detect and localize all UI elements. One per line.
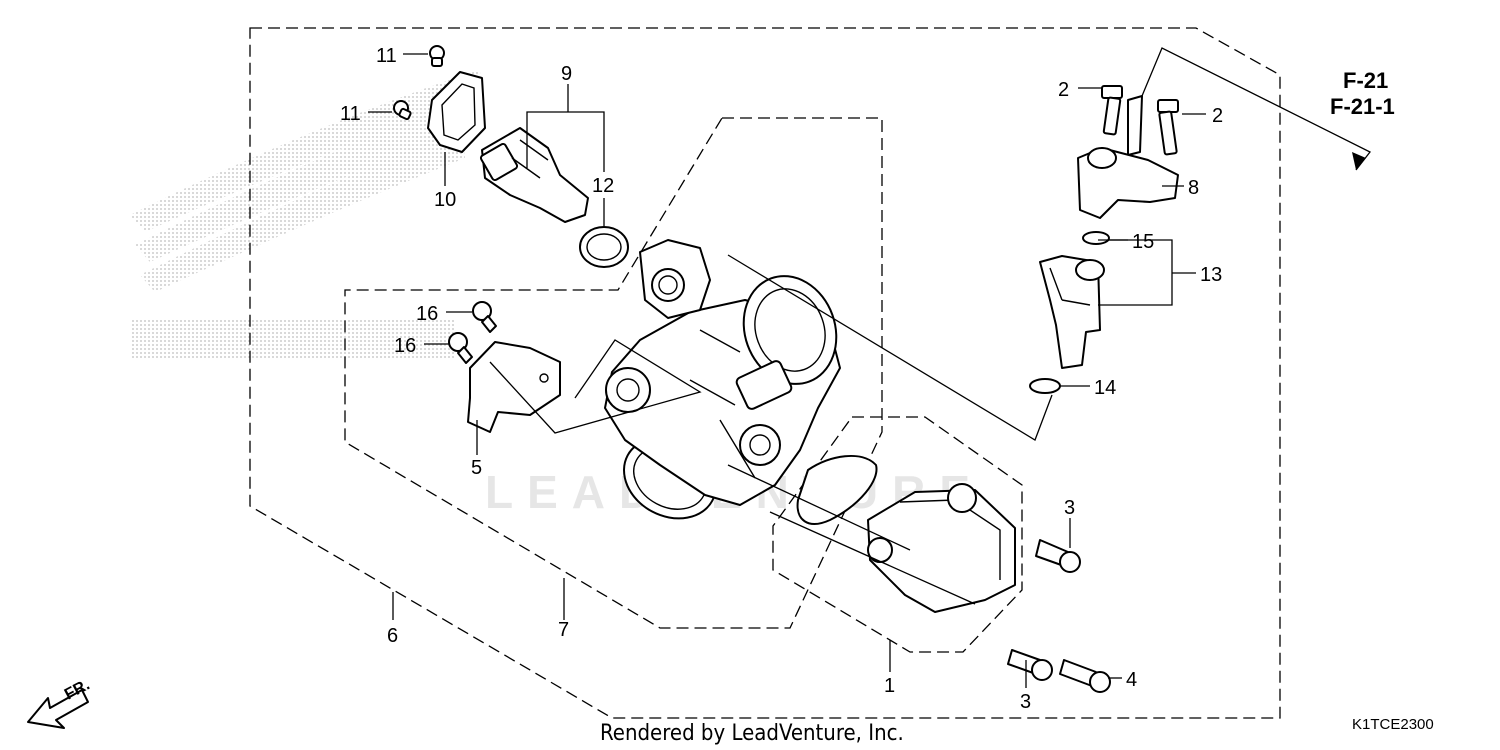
rendered-by-footer: Rendered by LeadVenture, Inc. — [600, 721, 904, 746]
callout-9: 9 — [561, 63, 572, 85]
part-5-bracket — [467, 341, 561, 433]
group-outline-7 — [344, 117, 883, 629]
part-2-bolts — [1101, 85, 1179, 156]
throttle-body — [604, 239, 841, 520]
reference-arrowhead-icon — [1352, 152, 1366, 170]
part-3-4-screws — [1007, 539, 1111, 693]
callout-11-lower: 11 — [340, 103, 361, 125]
front-arrow-icon — [27, 689, 89, 729]
bracket-hole — [539, 373, 549, 383]
group-outline-1 — [772, 416, 1023, 653]
callout-16-lower: 16 — [394, 335, 416, 357]
callout-5: 5 — [471, 457, 482, 479]
part-16-screws — [448, 301, 497, 364]
callout-2-left: 2 — [1058, 79, 1069, 101]
callout-6: 6 — [387, 625, 398, 647]
part-10-plate — [427, 71, 486, 153]
callout-3-upper: 3 — [1064, 497, 1075, 519]
part-14-seal — [1029, 378, 1061, 394]
callout-2-right: 2 — [1212, 105, 1223, 127]
callout-14: 14 — [1094, 377, 1116, 399]
callout-15: 15 — [1132, 231, 1154, 253]
callout-1: 1 — [884, 675, 895, 697]
part-13-injector — [1039, 255, 1105, 369]
leader-lines — [368, 53, 1206, 688]
diagram-code: K1TCE2300 — [1352, 716, 1434, 733]
callout-3-lower: 3 — [1020, 691, 1031, 713]
callout-8: 8 — [1188, 177, 1199, 199]
part-12-o-ring — [579, 226, 629, 268]
callout-4: 4 — [1126, 669, 1137, 691]
callout-13: 13 — [1200, 264, 1222, 286]
part-11-screws — [393, 45, 445, 121]
part-9-sensor — [479, 127, 589, 223]
callout-10: 10 — [434, 189, 456, 211]
callout-12: 12 — [592, 175, 614, 197]
part-8-fuel-joint — [1077, 95, 1179, 219]
part-15-o-ring — [1082, 231, 1110, 245]
callout-11-upper: 11 — [376, 45, 397, 67]
callout-16-upper: 16 — [416, 303, 438, 325]
reference-label-f21-1: F-21-1 — [1330, 94, 1395, 119]
callout-7: 7 — [558, 619, 569, 641]
reference-label-f21: F-21 — [1343, 68, 1388, 93]
part-1-actuator — [867, 483, 1016, 613]
group-outline-6 — [249, 27, 1281, 719]
